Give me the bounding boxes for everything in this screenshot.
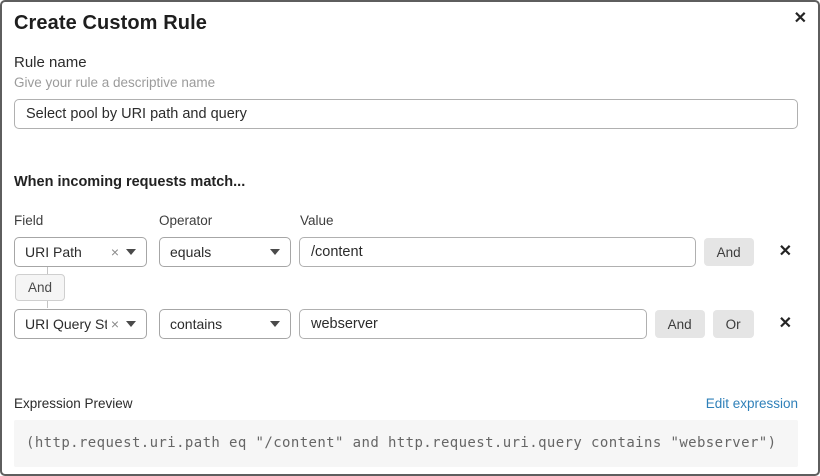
- connector-line: [47, 267, 48, 274]
- field-select-value: URI Query St...: [25, 316, 107, 332]
- edit-expression-link[interactable]: Edit expression: [705, 396, 798, 411]
- operator-column-label: Operator: [159, 213, 213, 228]
- expression-code-block: (http.request.uri.path eq "/content" and…: [14, 420, 798, 467]
- expression-preview-header: Expression Preview Edit expression: [14, 396, 798, 411]
- condition-row: URI Path × equals And ✕: [14, 237, 798, 267]
- close-icon[interactable]: ✕: [793, 10, 807, 27]
- clear-selection-icon[interactable]: ×: [110, 316, 119, 332]
- delete-condition-icon[interactable]: ✕: [778, 315, 792, 332]
- operator-select[interactable]: contains: [159, 309, 291, 339]
- add-and-condition-button[interactable]: And: [654, 310, 705, 338]
- column-labels: Field Operator Value: [14, 213, 798, 228]
- match-heading: When incoming requests match...: [14, 174, 246, 190]
- chevron-down-icon: [126, 321, 136, 327]
- rule-name-label: Rule name: [14, 54, 87, 71]
- expression-preview-label: Expression Preview: [14, 396, 133, 411]
- condition-connector: And: [14, 267, 798, 308]
- chevron-down-icon: [270, 321, 280, 327]
- add-or-condition-button[interactable]: Or: [712, 310, 754, 338]
- operator-select-value: contains: [170, 316, 223, 332]
- operator-select[interactable]: equals: [159, 237, 291, 267]
- value-column-label: Value: [300, 213, 334, 228]
- value-input[interactable]: [299, 237, 696, 267]
- field-select[interactable]: URI Path ×: [14, 237, 147, 267]
- clear-selection-icon[interactable]: ×: [110, 244, 119, 260]
- delete-condition-icon[interactable]: ✕: [778, 243, 792, 260]
- dialog-title: Create Custom Rule: [14, 12, 207, 34]
- operator-select-value: equals: [170, 244, 212, 260]
- field-select-value: URI Path: [25, 244, 82, 260]
- field-select[interactable]: URI Query St... ×: [14, 309, 147, 339]
- add-and-condition-button[interactable]: And: [703, 238, 754, 266]
- chevron-down-icon: [270, 249, 280, 255]
- connector-line: [47, 301, 48, 308]
- condition-row: URI Query St... × contains And Or ✕: [14, 309, 798, 339]
- rule-name-input[interactable]: [14, 99, 798, 129]
- chevron-down-icon: [126, 249, 136, 255]
- and-connector-badge: And: [15, 274, 66, 301]
- field-column-label: Field: [14, 213, 44, 228]
- rule-name-helper: Give your rule a descriptive name: [14, 75, 216, 90]
- value-input[interactable]: [299, 309, 647, 339]
- rule-name-section: Rule name Give your rule a descriptive n…: [14, 54, 798, 129]
